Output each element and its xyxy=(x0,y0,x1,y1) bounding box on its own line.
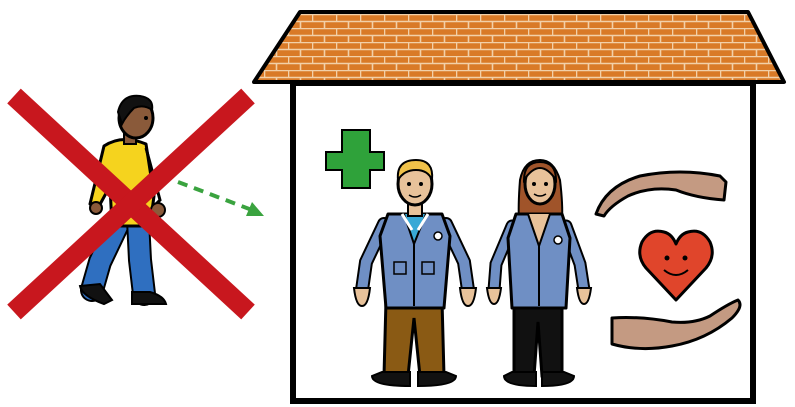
dashed-arrow-icon xyxy=(178,182,264,216)
